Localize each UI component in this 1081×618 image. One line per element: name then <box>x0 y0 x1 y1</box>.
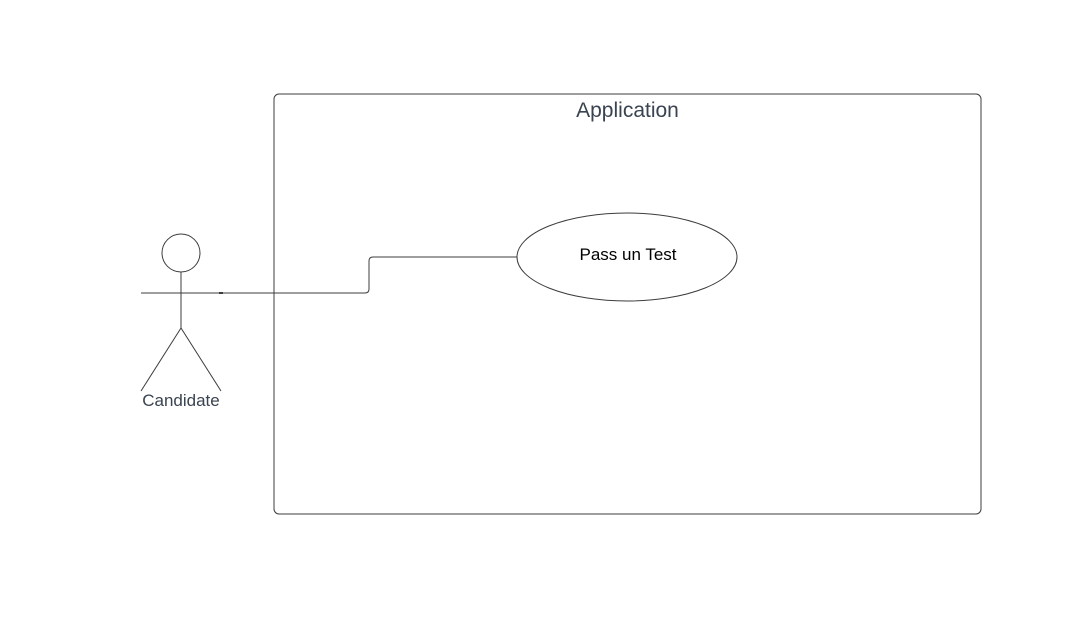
actor-right-leg <box>180 327 222 392</box>
association-connector[interactable] <box>141 256 517 294</box>
system-title: Application <box>576 99 679 122</box>
use-case-ellipse[interactable] <box>516 212 738 302</box>
actor-label: Candidate <box>142 391 220 410</box>
use-case-label: Pass un Test <box>579 245 677 264</box>
actor-stick-figure[interactable] <box>140 233 222 392</box>
system-boundary[interactable] <box>273 93 982 515</box>
actor-head <box>161 233 201 273</box>
actor-left-leg <box>140 327 182 392</box>
